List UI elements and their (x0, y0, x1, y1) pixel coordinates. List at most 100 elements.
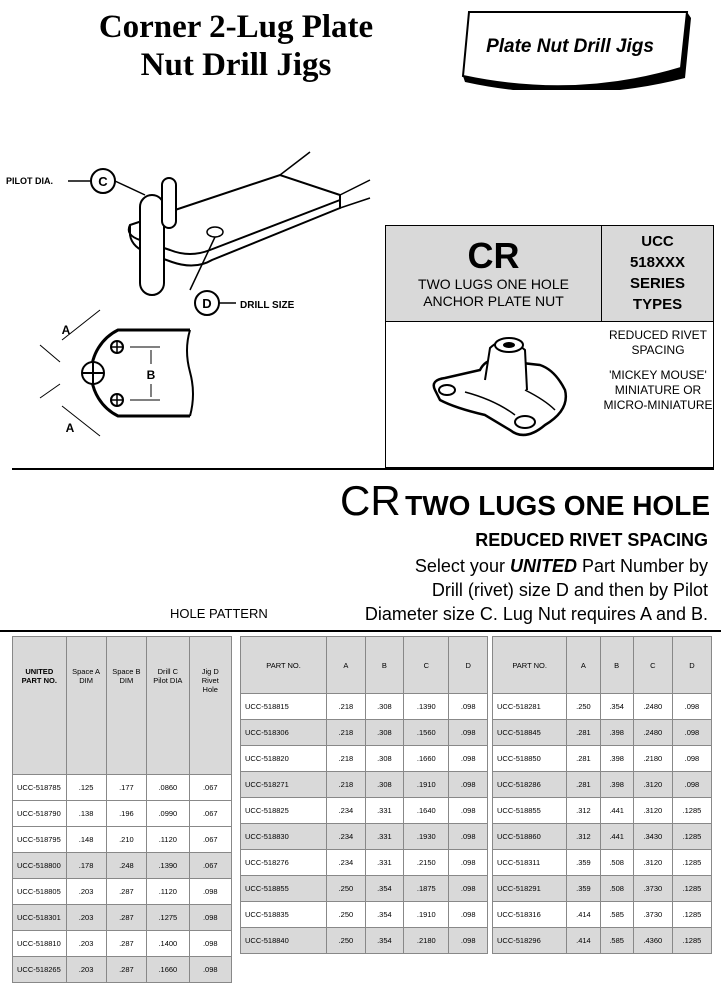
table-cell: .203 (65, 904, 107, 931)
column-header: B (599, 636, 634, 694)
table-cell: UCC-518790 (12, 800, 67, 827)
table-row: UCC-518830.234.331.1930.098 (239, 823, 488, 850)
column-header: Space A DIM (65, 636, 107, 775)
table-row: UCC-518850.281.398.2180.098 (491, 745, 713, 772)
series-line-4: TYPES (632, 296, 683, 313)
drill-letter: D (202, 296, 211, 311)
table-cell: UCC-518840 (239, 927, 328, 954)
table-cell: .067 (188, 774, 233, 801)
table-row: UCC-518291.359.508.3730.1285 (491, 875, 713, 902)
cr-line-1: TWO LUGS ONE HOLE (418, 276, 569, 292)
table-cell: UCC-518855 (491, 797, 568, 824)
table-cell: UCC-518316 (491, 901, 568, 928)
series-line-3: SERIES (629, 275, 686, 292)
cr-code: CR (467, 235, 520, 276)
table-cell: .354 (364, 875, 405, 902)
table-row: UCC-518265.203.287.1660.098 (12, 956, 233, 983)
table-cell: UCC-518265 (12, 956, 67, 983)
table-row: UCC-518271.218.308.1910.098 (239, 771, 488, 798)
table-cell: .354 (599, 693, 634, 720)
table-row: UCC-518805.203.287.1120.098 (12, 878, 233, 905)
table-cell: UCC-518281 (491, 693, 568, 720)
table-cell: UCC-518301 (12, 904, 67, 931)
column-header: C (632, 636, 673, 694)
note-miniature: 'MICKEY MOUSE' MINIATURE OR MICRO-MINIAT… (603, 368, 713, 412)
table-row: UCC-518795.148.210.1120.067 (12, 826, 233, 853)
table-cell: .1285 (671, 823, 713, 850)
table-row: UCC-518281.250.354.2480.098 (491, 693, 713, 720)
table-cell: .508 (599, 875, 634, 902)
table-cell: .098 (671, 771, 713, 798)
table-cell: .398 (599, 771, 634, 798)
table-cell: .312 (566, 823, 601, 850)
title-line-2: Nut Drill Jigs (140, 47, 332, 83)
table-cell: UCC-518306 (239, 719, 328, 746)
table-row: UCC-518286.281.398.3120.098 (491, 771, 713, 798)
table-row: UCC-518855.312.441.3120.1285 (491, 797, 713, 824)
table-cell: .308 (364, 719, 405, 746)
table-row: UCC-518815.218.308.1390.098 (239, 693, 488, 720)
column-header: UNITED PART NO. (12, 636, 67, 775)
table-row: UCC-518311.359.508.3120.1285 (491, 849, 713, 876)
dim-b-label: B (147, 368, 156, 382)
column-header: Drill C Pilot DIA (146, 636, 190, 775)
table-cell: .308 (364, 771, 405, 798)
drill-size-label: DRILL SIZE (240, 300, 295, 311)
table-cell: .1285 (671, 849, 713, 876)
table-cell: .1400 (146, 930, 190, 957)
table-cell: UCC-518800 (12, 852, 67, 879)
section-code: CR (339, 477, 401, 524)
table-cell: .1285 (671, 901, 713, 928)
section-title-text: TWO LUGS ONE HOLE (405, 490, 710, 521)
table-cell: .3730 (632, 901, 673, 928)
cr-header: CR TWO LUGS ONE HOLE ANCHOR PLATE NUT (386, 226, 602, 322)
table-cell: .177 (105, 774, 148, 801)
table-cell: .218 (326, 771, 366, 798)
table-cell: UCC-518820 (239, 745, 328, 772)
pilot-dia-label: PILOT DIA. (6, 176, 53, 186)
table-cell: .3120 (632, 849, 673, 876)
table-cell: .234 (326, 797, 366, 824)
table-row: UCC-518800.178.248.1390.067 (12, 852, 233, 879)
table-cell: .1660 (146, 956, 190, 983)
table-cell: .250 (326, 875, 366, 902)
table-cell: .585 (599, 927, 634, 954)
table-cell: .234 (326, 823, 366, 850)
table-cell: .0990 (146, 800, 190, 827)
table-cell: .281 (566, 719, 601, 746)
table-cell: .067 (188, 800, 233, 827)
table-cell: .359 (566, 875, 601, 902)
table-cell: .287 (105, 956, 148, 983)
series-line-1: UCC (641, 233, 674, 250)
table-row: UCC-518845.281.398.2480.098 (491, 719, 713, 746)
table-cell: .1875 (403, 875, 450, 902)
series-line-2: 518XXX (629, 254, 686, 271)
table-row: UCC-518276.234.331.2150.098 (239, 849, 488, 876)
table-cell: .354 (364, 927, 405, 954)
table-cell: .098 (448, 797, 488, 824)
table-cell: .331 (364, 849, 405, 876)
table-cell: UCC-518271 (239, 771, 328, 798)
tag-label: Plate Nut Drill Jigs (486, 36, 654, 57)
table-cell: .1390 (146, 852, 190, 879)
table-cell: .098 (448, 745, 488, 772)
table-cell: .441 (599, 823, 634, 850)
table-cell: .098 (188, 956, 233, 983)
table-cell: .281 (566, 745, 601, 772)
section-subtitle: REDUCED RIVET SPACING (475, 530, 708, 550)
table-cell: .203 (65, 956, 107, 983)
table-cell: .398 (599, 745, 634, 772)
table-cell: .098 (448, 823, 488, 850)
table-row: UCC-518790.138.196.0990.067 (12, 800, 233, 827)
table-cell: UCC-518276 (239, 849, 328, 876)
table-cell: .1640 (403, 797, 450, 824)
table-cell: .331 (364, 797, 405, 824)
table-cell: .178 (65, 852, 107, 879)
drill-jig-drawing: PILOT DIA. C D DRILL SIZE B A A (6, 151, 371, 437)
section-title: CR TWO LUGS ONE HOLE (330, 478, 710, 524)
hole-pattern-label: HOLE PATTERN (170, 606, 268, 621)
table-cell: .308 (364, 693, 405, 720)
table-cell: .196 (105, 800, 148, 827)
table-cell: .331 (364, 823, 405, 850)
